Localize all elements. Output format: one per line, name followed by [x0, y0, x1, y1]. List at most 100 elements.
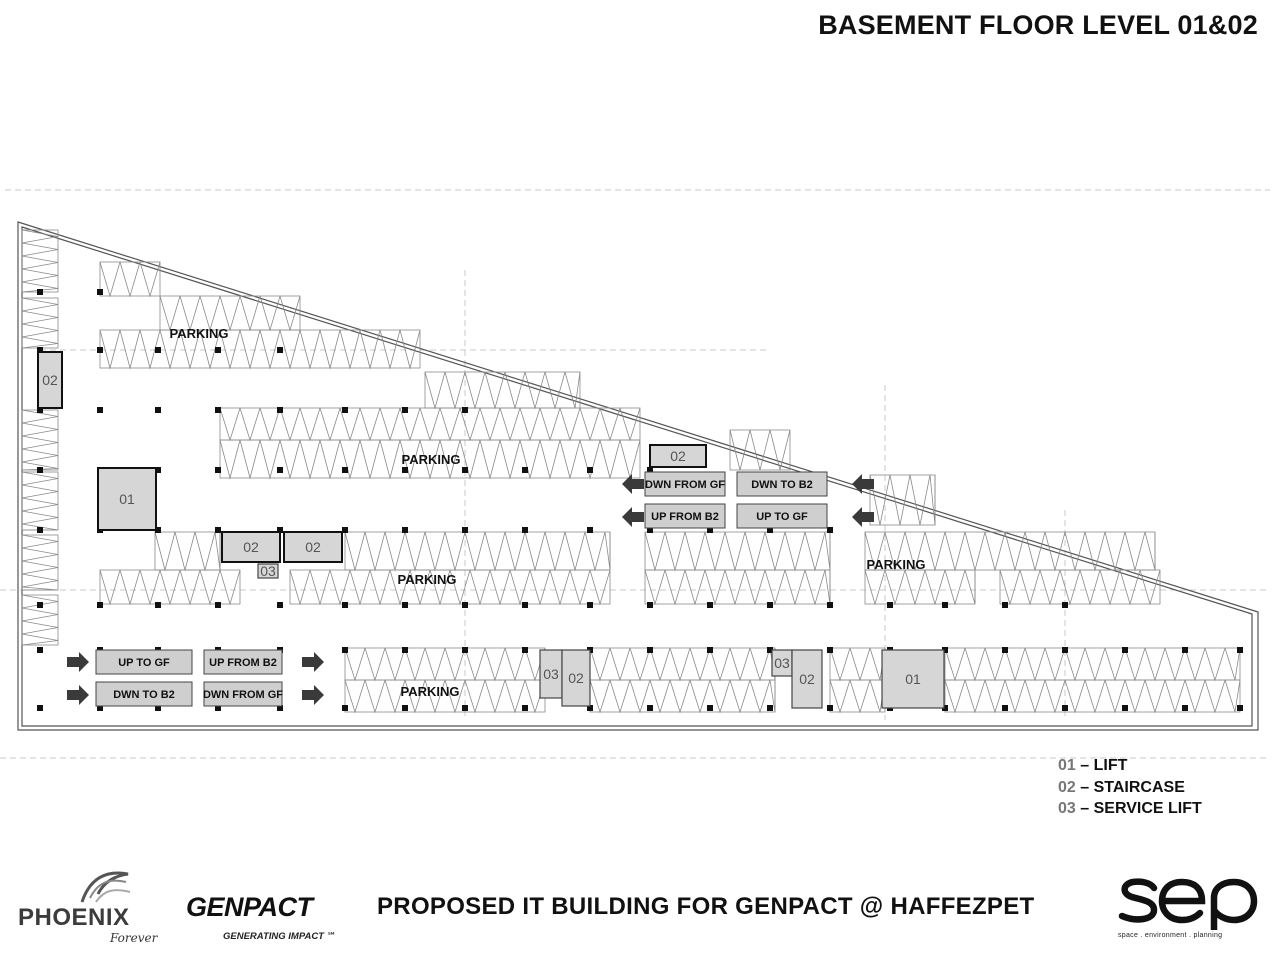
column	[402, 407, 408, 413]
service-lift-core-code: 03	[774, 655, 790, 671]
column	[647, 647, 653, 653]
legend-sep: –	[1080, 800, 1090, 817]
direction-arrow-icon	[852, 507, 874, 527]
direction-arrow-icon	[67, 685, 89, 705]
genpact-logo: GENPACT GENERATING IMPACT ℠	[186, 892, 336, 944]
stall-hatch	[344, 679, 546, 714]
stall-row	[99, 569, 241, 605]
stall-lines	[829, 679, 886, 714]
column	[1237, 705, 1243, 711]
stall-hatch	[289, 569, 611, 606]
column	[155, 347, 161, 353]
staircase-core: 02	[561, 649, 591, 707]
column	[277, 347, 283, 353]
column	[155, 467, 161, 473]
column	[647, 602, 653, 608]
direction-arrow-icon	[622, 507, 644, 527]
direction-arrow-icon	[67, 652, 89, 672]
column	[1237, 647, 1243, 653]
ramp-label: DWN FROM GF	[645, 479, 725, 491]
column	[462, 467, 468, 473]
column	[342, 407, 348, 413]
staircase-core-code: 02	[243, 539, 259, 555]
phoenix-logo: PHOENIX Forever	[18, 868, 168, 950]
column	[97, 289, 103, 295]
column	[1062, 602, 1068, 608]
service-lift-core: 03	[257, 563, 279, 579]
service-lift-core-code: 03	[260, 563, 276, 579]
stall-hatch	[154, 531, 221, 572]
stall-lines	[589, 679, 776, 714]
column	[97, 602, 103, 608]
service-lift-core-code: 03	[543, 666, 559, 682]
legend-item-staircase: 02 – STAIRCASE	[1058, 777, 1202, 799]
stall-hatch	[644, 531, 831, 572]
column	[37, 705, 43, 711]
sep-tagline: space . environment . planning	[1118, 932, 1223, 939]
project-title: PROPOSED IT BUILDING FOR GENPACT @ HAFFE…	[377, 893, 1035, 920]
staircase-core-box	[561, 649, 591, 707]
legend-label: STAIRCASE	[1093, 778, 1185, 796]
stall-lines	[589, 647, 776, 682]
column	[277, 602, 283, 608]
column	[462, 527, 468, 533]
column	[1062, 647, 1068, 653]
column	[97, 347, 103, 353]
staircase-core-code: 02	[305, 539, 321, 555]
phoenix-bird-icon	[80, 871, 131, 903]
parking-label: PARKING	[401, 684, 460, 699]
parking-stalls	[21, 229, 1241, 714]
stall-hatch	[99, 261, 161, 298]
staircase-core: 02	[791, 649, 823, 709]
stall-hatch	[944, 647, 1241, 682]
column	[1122, 705, 1128, 711]
column	[767, 527, 773, 533]
lift-core-box	[97, 467, 157, 531]
column	[587, 467, 593, 473]
ramp-right-bottom-right: UP TO GF	[736, 503, 828, 529]
lift-core-code: 01	[119, 491, 135, 507]
stall-row	[944, 647, 1241, 681]
stall-lines	[21, 229, 59, 293]
column	[402, 527, 408, 533]
stall-row	[644, 531, 831, 571]
column	[767, 647, 773, 653]
staircase-core-code: 02	[568, 670, 584, 686]
column	[1002, 705, 1008, 711]
stall-lines	[344, 679, 546, 714]
column	[942, 602, 948, 608]
column	[1182, 647, 1188, 653]
stall-lines	[21, 534, 59, 591]
column	[1182, 705, 1188, 711]
parking-label: PARKING	[867, 557, 926, 572]
stall-hatch	[159, 295, 301, 332]
ramp-slab	[736, 503, 828, 529]
column	[37, 647, 43, 653]
column	[215, 705, 221, 711]
stall-lines	[644, 531, 831, 572]
stall-lines	[829, 647, 886, 682]
column	[277, 705, 283, 711]
service-lift-core: 03	[771, 649, 793, 677]
stall-lines	[289, 569, 611, 606]
column	[1002, 602, 1008, 608]
column	[215, 527, 221, 533]
column	[827, 602, 833, 608]
column	[647, 527, 653, 533]
column	[707, 602, 713, 608]
legend-item-service-lift: 03 – SERVICE LIFT	[1058, 798, 1202, 820]
ramp-label: UP FROM B2	[651, 511, 719, 523]
outer-wall	[17, 221, 1259, 731]
column	[215, 407, 221, 413]
stall-lines	[21, 409, 59, 471]
phoenix-tagline: Forever	[110, 931, 158, 945]
service-lift-core-box	[257, 563, 279, 579]
column	[707, 647, 713, 653]
column	[37, 467, 43, 473]
stall-hatch	[644, 569, 831, 606]
column	[462, 407, 468, 413]
column	[277, 407, 283, 413]
legend-code: 02	[1058, 778, 1076, 796]
stall-hatch	[99, 569, 241, 606]
